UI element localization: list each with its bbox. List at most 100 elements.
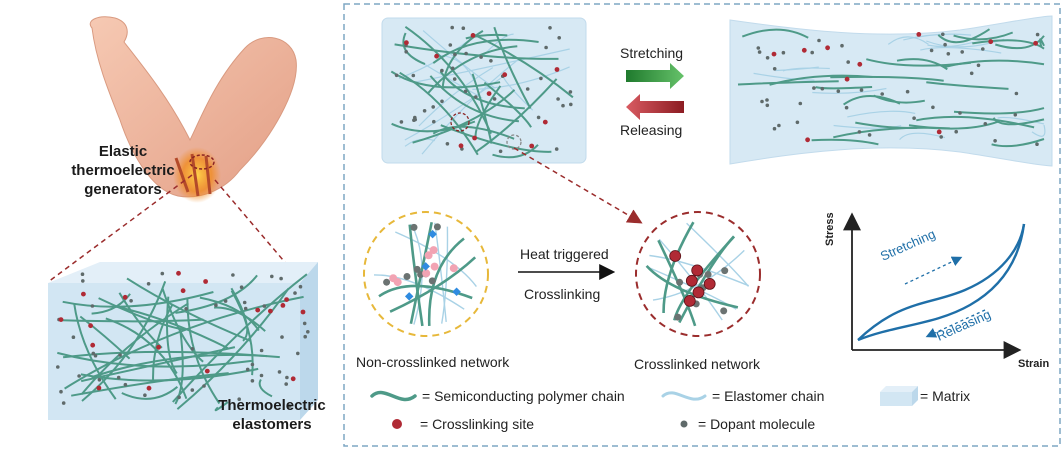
dopant-dot bbox=[403, 273, 411, 280]
crosslink-dot bbox=[290, 376, 296, 382]
stretch-label: Stretching bbox=[620, 45, 684, 61]
zoom-circle-a bbox=[450, 112, 470, 132]
dopant-dot bbox=[413, 115, 417, 120]
heat-label: Heat triggered bbox=[520, 246, 609, 262]
dopant-dot bbox=[287, 404, 292, 408]
dopant-dot bbox=[202, 384, 206, 388]
legend-elastomer-symbol bbox=[661, 391, 707, 401]
polymer-chain bbox=[953, 31, 1014, 41]
polymer-chain bbox=[926, 81, 1009, 90]
elastomer-chain bbox=[833, 124, 902, 129]
crosslinker-dot bbox=[449, 264, 458, 273]
elastomer-chain bbox=[649, 254, 749, 287]
dopant-dot bbox=[184, 307, 188, 311]
dopant-dot bbox=[177, 395, 181, 400]
dopant-dot bbox=[674, 313, 682, 321]
legend-crosslink-symbol bbox=[392, 419, 402, 429]
crosslink-site bbox=[685, 274, 698, 287]
dopant-dot bbox=[280, 335, 284, 339]
network-rest-chains bbox=[390, 25, 574, 159]
polymer-chain bbox=[176, 287, 290, 410]
dopant-dot bbox=[91, 351, 96, 356]
dopant-dot bbox=[410, 223, 418, 231]
dopant-dot bbox=[765, 56, 770, 60]
crosslink-dot bbox=[458, 143, 464, 149]
dopant-dot bbox=[245, 367, 250, 372]
network-stretched-matrix bbox=[729, 15, 1053, 167]
polymer-chain bbox=[121, 386, 179, 400]
polymer-chain bbox=[230, 287, 249, 342]
crosslink-dot bbox=[81, 291, 86, 297]
crosslink-dot bbox=[176, 270, 181, 276]
crosslink-dot bbox=[122, 294, 128, 300]
polymer-chain bbox=[843, 94, 901, 106]
elastomer-chain bbox=[418, 67, 494, 127]
crosslink-dot bbox=[268, 308, 273, 314]
dopant-dot bbox=[492, 97, 497, 101]
elastomer-chain bbox=[812, 87, 887, 94]
polymer-chain bbox=[492, 144, 539, 159]
dopant-dot bbox=[93, 353, 98, 358]
elastomer-chain bbox=[782, 67, 830, 72]
dopant-dot bbox=[270, 274, 274, 279]
dopant-dot bbox=[302, 321, 307, 326]
crosslink-site bbox=[691, 264, 704, 277]
dopant-dot bbox=[954, 129, 958, 134]
dopant-dot bbox=[556, 97, 560, 101]
dopant-dot bbox=[239, 285, 244, 290]
zoom-circle-b bbox=[506, 134, 522, 150]
crosslink-label: Crosslinking bbox=[524, 286, 601, 302]
polymer-chain bbox=[199, 296, 260, 332]
dopant-dot bbox=[993, 139, 997, 143]
polymer-chain bbox=[391, 120, 476, 133]
polymer-chain bbox=[937, 28, 991, 44]
crosslink-dot bbox=[255, 307, 261, 313]
dopant-dot bbox=[939, 135, 943, 139]
dopant-dot bbox=[433, 223, 441, 231]
dopant-dot bbox=[981, 47, 985, 51]
crosslink-dot bbox=[857, 61, 863, 67]
releasing-direction bbox=[925, 309, 986, 338]
crosslink-dot bbox=[936, 129, 942, 135]
legend-matrix-symbol bbox=[880, 386, 918, 406]
dopant-dot bbox=[795, 120, 800, 125]
polymer-chain bbox=[471, 73, 493, 144]
dopant-dot bbox=[306, 330, 310, 334]
dopant-dot bbox=[90, 304, 95, 308]
dopant-dot bbox=[160, 271, 165, 276]
dopant-dot bbox=[284, 382, 289, 386]
dopant-dot bbox=[303, 334, 308, 339]
polymer-chain bbox=[166, 296, 178, 375]
dopant-dot bbox=[958, 111, 962, 115]
crosslinker-dot bbox=[422, 269, 431, 278]
elastomer-chain bbox=[434, 222, 447, 322]
crosslink-site bbox=[703, 277, 716, 290]
dopant-dot bbox=[77, 374, 81, 378]
dopant-dot bbox=[259, 373, 264, 378]
polymer-chain bbox=[995, 35, 1045, 50]
elastomer-chain bbox=[903, 33, 972, 41]
dopant-dot bbox=[411, 73, 416, 78]
stretching-direction bbox=[904, 256, 963, 285]
legend-polymer-symbol bbox=[370, 390, 417, 402]
polymer-chain bbox=[908, 120, 999, 130]
polymer-chain bbox=[992, 117, 1045, 126]
dopant-dot bbox=[440, 99, 444, 104]
dopant-dot bbox=[1035, 32, 1040, 37]
crosslink-dot bbox=[434, 53, 439, 59]
dopant-dot bbox=[237, 397, 241, 402]
dopant-dot bbox=[450, 25, 455, 30]
dopant-dot bbox=[59, 389, 63, 394]
noncrosslinked-content bbox=[373, 222, 477, 327]
legend-dopant-symbol bbox=[680, 420, 688, 428]
dopant-dot bbox=[772, 67, 777, 71]
dopant-dot bbox=[285, 375, 289, 380]
dopant-dot bbox=[56, 365, 60, 369]
dopant-dot bbox=[844, 105, 849, 110]
polymer-chain bbox=[737, 80, 839, 86]
dopant-dot bbox=[905, 89, 910, 94]
elastomer-chain bbox=[421, 60, 517, 155]
dopant-dot bbox=[704, 271, 712, 278]
crosslink-dot bbox=[280, 303, 286, 308]
arm-illustration bbox=[89, 16, 297, 203]
